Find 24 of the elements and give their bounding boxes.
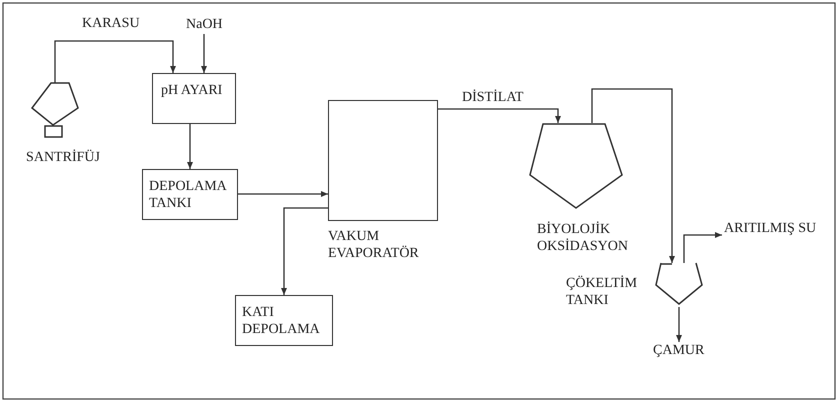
stream-label: DİSTİLAT: [462, 90, 524, 106]
node-label: DEPOLAMA TANKI: [149, 178, 228, 212]
stream-label: KARASU: [82, 16, 140, 32]
process-box: [235, 295, 333, 346]
node-label: BİYOLOJİK OKSİDASYON: [537, 221, 630, 255]
flow-arrow: [438, 108, 561, 123]
flow-arrow: [281, 207, 328, 295]
stream-label: NaOH: [186, 16, 223, 34]
flow-arrow: [676, 307, 682, 342]
process-box: [142, 169, 238, 220]
node-label: SANTRİFÜJ: [25, 149, 101, 166]
node-label: KATI DEPOLAMA: [242, 304, 321, 338]
node-label: ÇÖKELTİM TANKI: [566, 275, 638, 309]
flow-arrow: [54, 40, 176, 83]
flow-arrow: [238, 191, 328, 197]
process-box: [152, 73, 236, 124]
flow-arrow: [187, 124, 193, 169]
flow-arrow: [591, 88, 675, 263]
node-label: pH AYARI: [161, 82, 224, 99]
flow-arrow: [201, 34, 207, 73]
node-label: VAKUM EVAPORATÖR: [328, 228, 420, 262]
stream-label: ARITILMIŞ SU: [724, 220, 816, 238]
flow-arrow: [683, 232, 722, 263]
stream-label: ÇAMUR: [653, 342, 704, 360]
